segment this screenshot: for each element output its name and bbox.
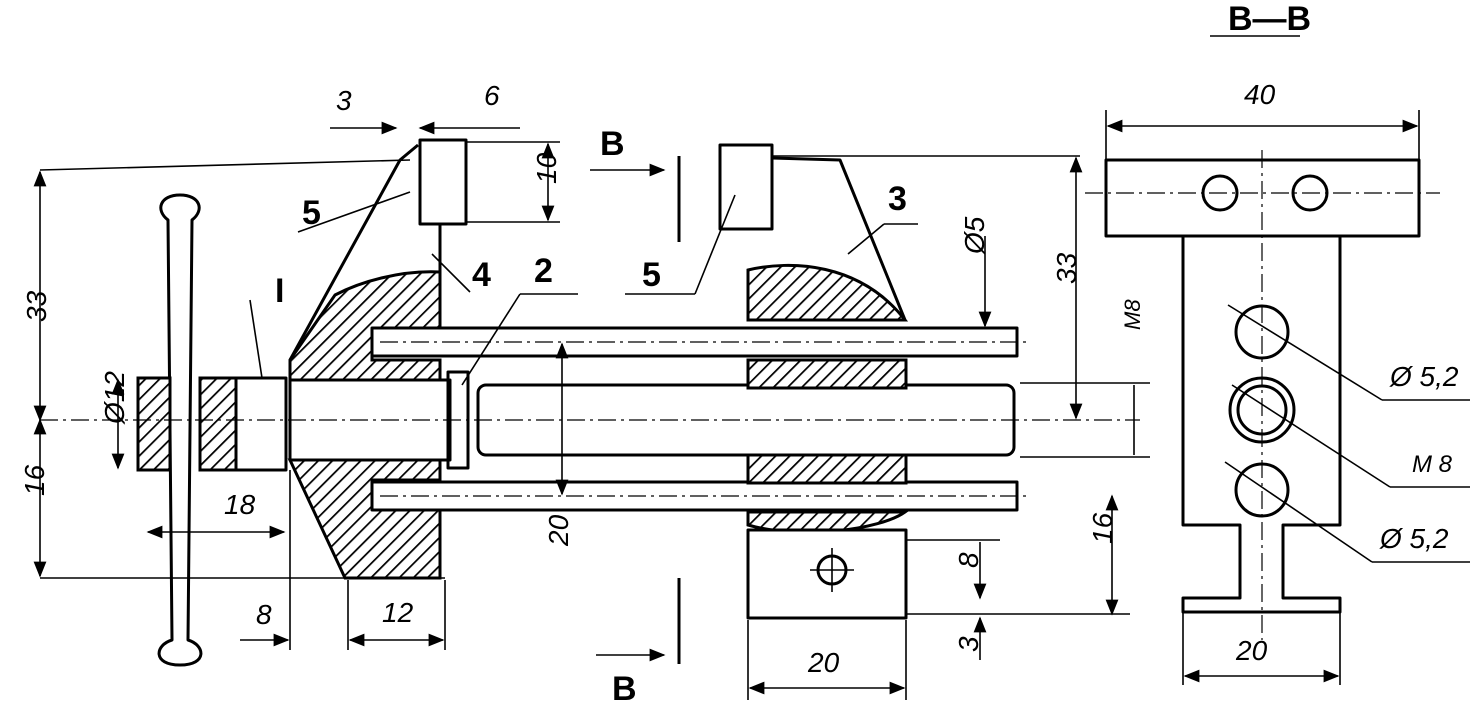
section-mark-bottom: B [612, 670, 637, 708]
section-view [1085, 150, 1440, 640]
dim-d12: Ø12 [99, 371, 130, 425]
dim-20-mid: 20 [543, 514, 574, 547]
dim-40: 40 [1244, 79, 1276, 110]
hub [136, 376, 288, 472]
dim-20-section: 20 [1235, 635, 1268, 666]
dim-8-right: 8 [953, 552, 984, 568]
dim-10: 10 [531, 152, 562, 184]
dim-8-bottom: 8 [256, 599, 272, 630]
dim-16-right: 16 [1087, 512, 1118, 544]
part-2-label: 2 [534, 252, 553, 290]
dim-12-bottom: 12 [382, 597, 414, 628]
handle [157, 193, 203, 667]
dim-3: 3 [336, 85, 352, 116]
main-screw [40, 370, 1140, 470]
dim-3-right: 3 [953, 636, 984, 652]
dim-6: 6 [484, 80, 500, 111]
part-3-label: 3 [888, 180, 907, 218]
section-mark-top: B [600, 125, 625, 163]
dim-33-left: 33 [21, 290, 52, 322]
guide-rods [370, 326, 1030, 512]
right-jaw [718, 143, 910, 620]
section-title: B—B [1228, 0, 1311, 38]
dim-20-bottom: 20 [807, 647, 840, 678]
part-1-label: I [275, 272, 284, 310]
part-5-right-label: 5 [642, 256, 661, 294]
dim-16-left: 16 [19, 464, 50, 496]
dim-m8-side: M 8 [1412, 451, 1453, 478]
part-4-label: 4 [472, 256, 491, 294]
dim-m8-vertical: M8 [1120, 299, 1145, 330]
dim-33-right: 33 [1051, 252, 1082, 284]
dim-d5-2-bottom: Ø 5,2 [1379, 523, 1449, 554]
part-5-left-label: 5 [302, 194, 321, 232]
dimension-lines [33, 35, 1470, 700]
dim-d5: Ø5 [959, 216, 990, 255]
dim-18: 18 [224, 489, 256, 520]
dim-d5-2-top: Ø 5,2 [1389, 361, 1459, 392]
